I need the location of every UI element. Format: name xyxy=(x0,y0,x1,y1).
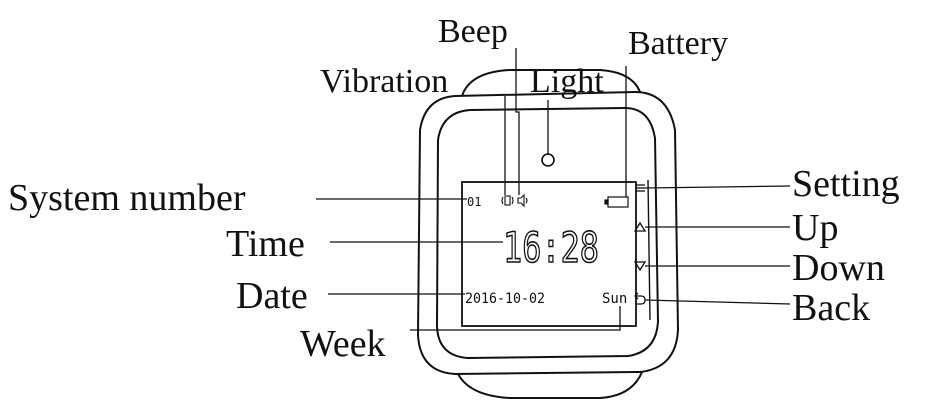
lcd-date: 2016-10-02 xyxy=(465,291,545,307)
watch-body xyxy=(416,69,680,399)
label-battery: Battery xyxy=(628,25,728,62)
label-date: Date xyxy=(236,275,308,317)
watch-side-edge xyxy=(647,179,651,321)
label-setting: Setting xyxy=(792,163,900,205)
label-vibration: Vibration xyxy=(320,63,448,100)
watch-outer-case xyxy=(416,90,680,376)
triangle-down-icon[interactable] xyxy=(633,261,647,272)
leader-lines xyxy=(316,48,791,331)
lcd-screen xyxy=(461,181,637,327)
menu-icon[interactable] xyxy=(636,184,645,192)
label-beep: Beep xyxy=(438,13,508,50)
leader-week xyxy=(410,306,621,331)
lcd-system-number: 01 xyxy=(467,195,481,209)
watch-strap-top xyxy=(461,69,641,97)
label-back: Back xyxy=(792,287,870,329)
label-up: Up xyxy=(792,207,838,249)
battery-icon xyxy=(604,196,629,208)
watch-inner-bezel xyxy=(435,106,660,360)
lcd-weekday: Sun xyxy=(602,291,627,307)
speaker-icon xyxy=(517,193,528,208)
light-sensor-icon xyxy=(541,153,555,167)
label-light: Light xyxy=(530,63,604,100)
label-week: Week xyxy=(300,323,386,365)
label-time: Time xyxy=(226,223,305,265)
lcd-time: 16:28 xyxy=(503,223,599,272)
leader-setting xyxy=(644,185,791,189)
vibration-icon xyxy=(501,195,514,206)
back-arrow-icon[interactable] xyxy=(634,292,646,305)
leader-beep xyxy=(515,48,520,195)
label-system-number: System number xyxy=(8,177,246,219)
leader-back xyxy=(644,299,791,305)
watch-strap-bottom xyxy=(457,371,643,399)
triangle-up-icon[interactable] xyxy=(633,221,647,232)
label-down: Down xyxy=(792,247,885,289)
